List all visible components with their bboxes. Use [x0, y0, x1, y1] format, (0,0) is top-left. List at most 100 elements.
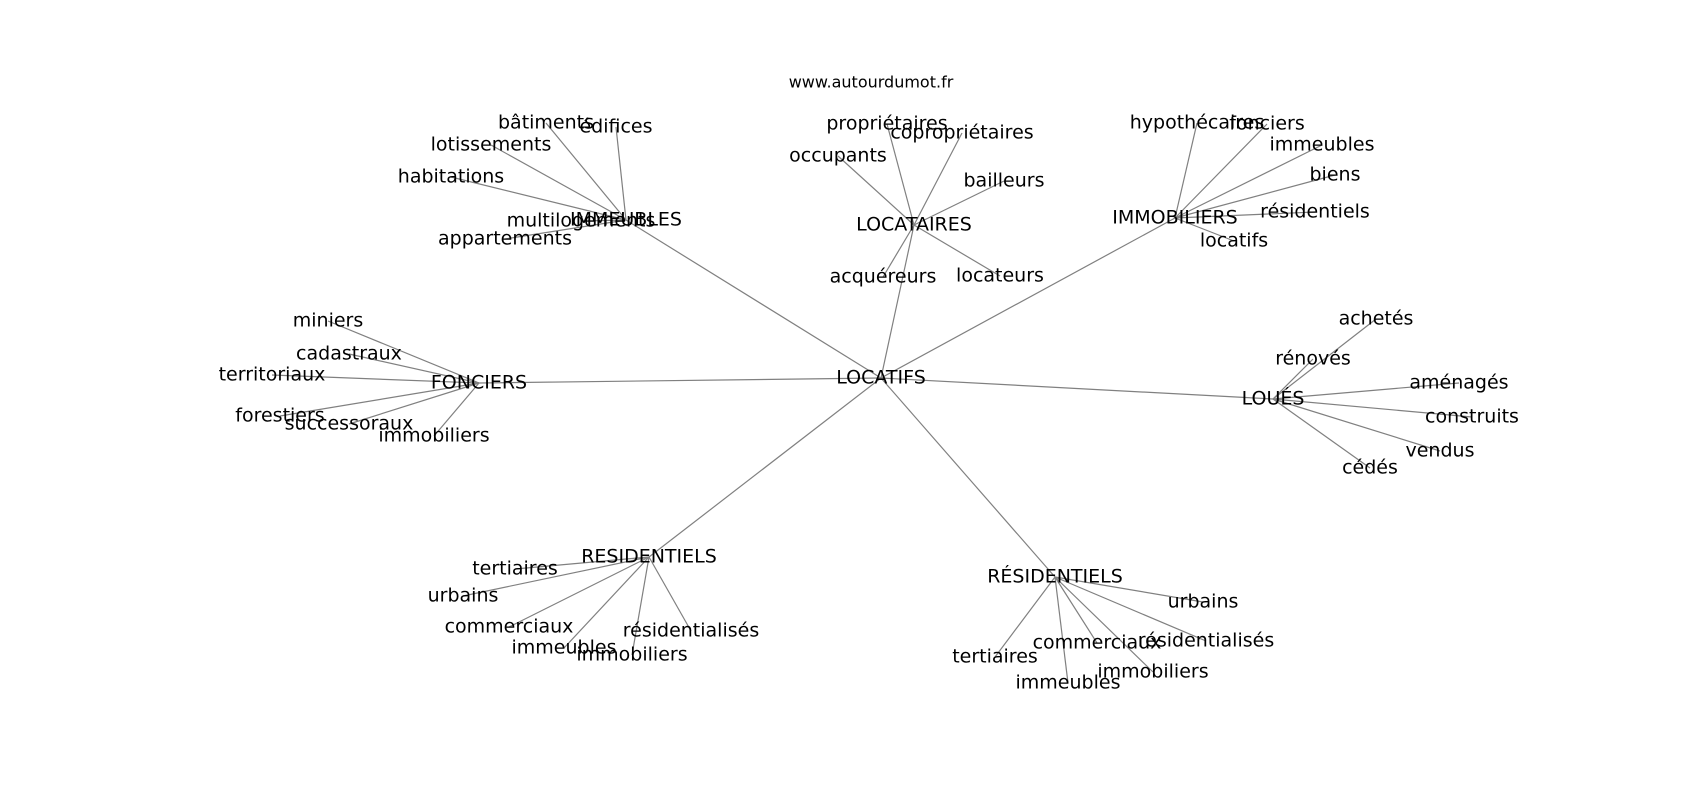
leaf-node-immeubles: immeubles	[512, 637, 617, 659]
leaf-node-lotissements: lotissements	[431, 134, 552, 156]
leaf-node-batiments: bâtiments	[498, 112, 594, 134]
leaf-node-biens: biens	[1310, 164, 1361, 186]
edge-residentiels-urbains	[1054, 576, 1204, 603]
edge-residentiels-immobiliers	[631, 556, 650, 656]
hub-node-residentiels: RÉSIDENTIELS	[987, 565, 1123, 588]
edge-root-residentiels	[880, 377, 1056, 578]
source-label[interactable]: www.autourdumot.fr	[789, 73, 954, 92]
leaf-node-tertiaires: tertiaires	[952, 646, 1038, 668]
edge-residentiels-immeubles	[1054, 576, 1069, 684]
leaf-node-immobiliers: immobiliers	[576, 644, 687, 666]
edge-residentiels-commerciaux	[508, 556, 650, 628]
edge-loues-cedes	[1272, 398, 1371, 469]
hub-node-loues: LOUÉS	[1242, 387, 1305, 410]
leaf-node-forestiers: forestiers	[235, 405, 324, 427]
leaf-node-vendus: vendus	[1406, 440, 1475, 462]
edge-residentiels-immobiliers	[1054, 576, 1154, 673]
leaf-node-residentiels: résidentiels	[1260, 201, 1370, 223]
edge-residentiels-tertiaires	[994, 576, 1056, 658]
edge-immeubles-lotissements	[490, 144, 627, 221]
leaf-node-amenages: aménagés	[1409, 372, 1508, 394]
leaf-node-successoraux: successoraux	[285, 413, 414, 435]
leaf-node-construits: construits	[1425, 406, 1519, 428]
edge-fonciers-immobiliers	[433, 382, 480, 437]
edge-locataires-locateurs	[913, 224, 1001, 277]
edge-residentiels-residentialises	[648, 556, 692, 632]
leaf-node-bailleurs: bailleurs	[964, 170, 1045, 192]
hub-node-immobiliers: IMMOBILIERS	[1112, 207, 1237, 229]
edge-locataires-coproprietaires	[913, 132, 963, 226]
edge-root-locataires	[880, 224, 915, 379]
leaf-node-immeubles: immeubles	[1016, 672, 1121, 694]
hub-node-fonciers: FONCIERS	[431, 372, 527, 394]
leaf-node-immobiliers: immobiliers	[1097, 661, 1208, 683]
leaf-node-residentialises: résidentialisés	[623, 620, 759, 642]
leaf-node-commerciaux: commerciaux	[1033, 632, 1162, 654]
leaf-node-edifices: édifices	[579, 116, 652, 138]
edges-layer	[271, 122, 1473, 684]
edge-loues-amenages	[1272, 382, 1460, 400]
edge-fonciers-forestiers	[279, 382, 480, 417]
edge-locataires-proprietaires	[886, 123, 915, 226]
edge-immobiliers-locatifs	[1174, 217, 1235, 242]
edge-loues-renoves	[1272, 358, 1314, 400]
leaf-node-locatifs: locatifs	[1200, 230, 1268, 252]
edge-immeubles-batiments	[545, 122, 627, 221]
leaf-node-locateurs: locateurs	[956, 265, 1044, 287]
leaf-node-miniers: miniers	[293, 310, 364, 332]
leaf-node-fonciers: fonciers	[1229, 113, 1304, 135]
leaf-node-commerciaux: commerciaux	[445, 616, 574, 638]
edge-loues-achetes	[1272, 318, 1377, 400]
root-node-label: LOCATIFS	[836, 367, 926, 389]
leaf-node-urbains: urbains	[1168, 591, 1239, 613]
edge-locataires-acquereurs	[882, 224, 915, 278]
edge-immobiliers-fonciers	[1174, 123, 1268, 219]
edge-residentiels-commerciaux	[1054, 576, 1098, 644]
edge-fonciers-territoriaux	[271, 374, 480, 384]
leaf-node-immobiliers: immobiliers	[378, 425, 489, 447]
leaf-node-tertiaires: tertiaires	[472, 558, 558, 580]
leaf-node-renoves: rénovés	[1275, 348, 1351, 370]
leaf-node-coproprietaires: copropriétaires	[890, 122, 1033, 144]
edge-locataires-occupants	[837, 155, 915, 226]
leaf-node-proprietaires: propriétaires	[826, 113, 947, 135]
edge-fonciers-successoraux	[348, 382, 480, 425]
leaf-node-hypothecaires: hypothécaires	[1130, 112, 1265, 134]
edge-root-residentiels	[648, 377, 882, 558]
hub-node-residentiels: RESIDENTIELS	[581, 546, 717, 568]
edge-fonciers-miniers	[327, 320, 480, 384]
leaf-node-habitations: habitations	[398, 166, 504, 188]
edge-root-fonciers	[478, 377, 882, 384]
leaf-node-appartements: appartements	[438, 228, 572, 250]
edge-immeubles-appartements	[504, 219, 627, 240]
leaf-node-cadastraux: cadastraux	[296, 343, 402, 365]
leaf-node-achetes: achetés	[1339, 308, 1414, 330]
edge-immobiliers-biens	[1174, 174, 1336, 219]
edge-root-immeubles	[625, 219, 882, 379]
hub-node-locataires: LOCATAIRES	[856, 214, 972, 236]
edge-loues-vendus	[1272, 398, 1441, 452]
edge-residentiels-urbains	[462, 556, 650, 597]
edge-fonciers-cadastraux	[348, 353, 480, 384]
edge-residentiels-immeubles	[563, 556, 650, 649]
edge-immeubles-multilogements	[580, 219, 627, 222]
leaf-node-cedes: cédés	[1342, 457, 1398, 479]
edge-immobiliers-hypothecaires	[1174, 122, 1198, 219]
edge-immobiliers-immeubles	[1174, 144, 1323, 219]
edge-residentiels-residentialises	[1054, 576, 1207, 642]
leaf-node-urbains: urbains	[428, 585, 499, 607]
edge-loues-construits	[1272, 398, 1473, 418]
leaf-node-multilogements: multilogements	[507, 210, 656, 232]
hub-node-immeubles: IMMEUBLES	[570, 209, 682, 231]
leaf-node-territoriaux: territoriaux	[219, 364, 326, 386]
leaf-node-residentialises: résidentialisés	[1138, 630, 1274, 652]
edge-root-loues	[880, 377, 1274, 400]
edge-root-immobiliers	[880, 217, 1176, 379]
leaf-node-immeubles: immeubles	[1270, 134, 1375, 156]
edge-residentiels-tertiaires	[514, 556, 650, 570]
edge-immeubles-edifices	[615, 126, 627, 221]
edge-locataires-bailleurs	[913, 180, 1005, 226]
leaf-node-acquereurs: acquéreurs	[830, 266, 937, 288]
